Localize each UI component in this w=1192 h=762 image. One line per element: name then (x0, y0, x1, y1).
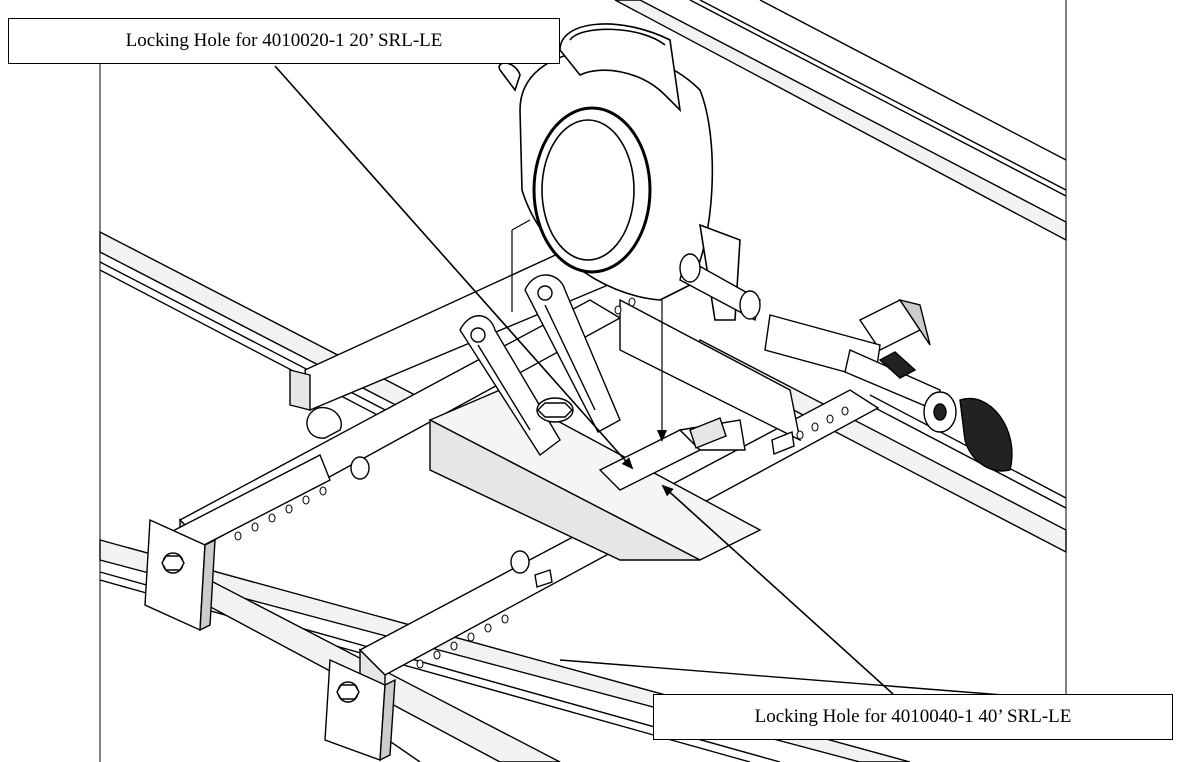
adjustment-holes (234, 281, 849, 669)
callout-bottom-label: Locking Hole for 4010040-1 40’ SRL-LE (754, 706, 1072, 727)
arrow-icon (274, 65, 634, 470)
bracket-frame (164, 228, 880, 707)
pin-icon (534, 569, 553, 588)
rail-clamp-left (144, 518, 216, 632)
rail-clamp-right (324, 658, 396, 762)
pin-icon (350, 456, 370, 480)
snap-hook-icon (959, 397, 1013, 472)
rail-clamps (144, 298, 931, 762)
callout-locking-hole-40ft: Locking Hole for 4010040-1 40’ SRL-LE (653, 694, 1173, 740)
callout-locking-hole-20ft: Locking Hole for 4010020-1 20’ SRL-LE (8, 18, 560, 64)
d-ring-icon (306, 406, 342, 439)
callout-top-label: Locking Hole for 4010020-1 20’ SRL-LE (125, 30, 443, 51)
leaders (274, 65, 894, 695)
arrow-icon (661, 484, 894, 695)
rail-clamp-far-right (858, 298, 931, 351)
pins (306, 406, 795, 588)
lifeline (679, 253, 1013, 472)
pin-icon (510, 550, 530, 574)
locator-lines (511, 219, 667, 442)
srl-housing-icon (498, 23, 741, 321)
drawing-frame (99, 0, 1067, 762)
rail-top-right (614, 0, 1067, 242)
mounting-plates (459, 274, 746, 491)
pin-icon (771, 431, 795, 455)
